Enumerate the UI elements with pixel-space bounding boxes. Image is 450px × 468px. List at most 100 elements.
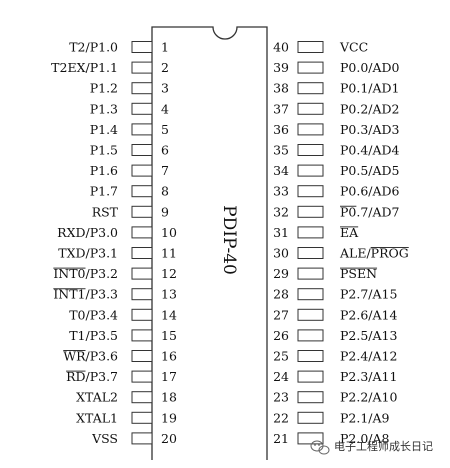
pin-39: 39 P0.0/AD0	[273, 60, 399, 75]
pin-label: RXD/P3.0	[57, 225, 118, 240]
pin-number: 25	[273, 349, 289, 364]
chip-body	[151, 26, 268, 460]
pin-pad	[297, 144, 324, 156]
pin-2: T2EX/P1.1 2	[51, 60, 169, 75]
pin-label: P2.3/A11	[340, 369, 397, 384]
pin-label: T2/P1.0	[69, 40, 118, 55]
pin-pad	[131, 41, 153, 53]
pin-label: P1.5	[90, 143, 118, 158]
pin-number: 38	[273, 81, 289, 96]
pin-number: 28	[273, 287, 289, 302]
pin-label: ALE/PROG	[339, 246, 409, 261]
watermark-text: 电子工程师成长日记	[334, 440, 433, 453]
pin-number: 3	[161, 81, 169, 96]
pin-number: 36	[273, 122, 289, 137]
pin-number: 32	[273, 204, 289, 219]
pin-label: T2EX/P1.1	[51, 60, 118, 75]
pin-label: P1.2	[90, 81, 118, 96]
pin-pad	[131, 267, 153, 280]
pin-label: P2.1/A9	[340, 410, 390, 425]
pin-36: 36 P0.3/AD3	[273, 122, 399, 137]
pin-pad	[131, 288, 153, 301]
pin-38: 38 P0.1/AD1	[273, 81, 399, 96]
pin-pad	[131, 164, 153, 177]
pin-pad	[131, 391, 153, 404]
pin-number: 1	[161, 40, 169, 55]
pin-pad	[131, 247, 153, 259]
pin-number: 4	[161, 101, 169, 116]
pin-label: RST	[92, 204, 119, 219]
pin-number: 31	[273, 225, 289, 240]
pin-pad	[131, 102, 153, 115]
pin-pad	[297, 205, 324, 218]
pin-pad	[131, 329, 153, 342]
pin-30: 30 ALE/PROG	[273, 246, 409, 261]
pin-label: P2.7/A15	[340, 287, 397, 302]
pin-pad	[131, 370, 153, 383]
pin-label: INT1/P3.3	[53, 287, 118, 302]
pin-label: P2.6/A14	[340, 307, 397, 322]
pin-number: 33	[273, 184, 289, 199]
pin-label: P0.0/AD0	[340, 60, 400, 75]
pin-number: 11	[161, 246, 177, 261]
pin-pad	[131, 411, 153, 424]
pin-3: P1.2 3	[90, 81, 169, 96]
pin-label: P0.2/AD2	[340, 101, 400, 116]
pin-pad	[297, 370, 324, 383]
pin-pad	[131, 308, 153, 321]
pin-pad	[131, 144, 153, 156]
pin-pad	[297, 123, 324, 136]
pin-pad	[297, 288, 324, 301]
pin-number: 17	[161, 369, 177, 384]
pin-number: 5	[161, 122, 169, 137]
pin-number: 19	[161, 410, 177, 425]
pin-pad	[297, 308, 324, 321]
pin-label: P1.3	[90, 101, 118, 116]
pin-pad	[297, 226, 324, 239]
pin-number: 39	[273, 60, 289, 75]
pin-number: 27	[273, 307, 289, 322]
pin-pad	[297, 391, 324, 404]
pin-number: 8	[161, 184, 169, 199]
pin-pad	[131, 432, 153, 445]
pin-number: 30	[273, 246, 289, 261]
pin-number: 29	[273, 266, 289, 281]
pin-number: 34	[273, 163, 289, 178]
pin-label: T0/P3.4	[69, 307, 118, 322]
pin-pad	[297, 41, 324, 53]
pin-label: P0.3/AD3	[340, 122, 400, 137]
pin-pad	[131, 205, 153, 218]
pin-pad	[297, 432, 324, 445]
watermark: 电子工程师成长日记	[310, 440, 433, 455]
pin-label: WR/P3.6	[63, 349, 118, 364]
pin-label: P2.2/A10	[340, 390, 397, 405]
pin-label: P0.1/AD1	[340, 81, 400, 96]
pin-number: 14	[161, 307, 177, 322]
pin-number: 2	[161, 60, 169, 75]
pin-label: VSS	[91, 431, 118, 446]
pin-number: 26	[273, 328, 289, 343]
pin-number: 21	[273, 431, 289, 446]
